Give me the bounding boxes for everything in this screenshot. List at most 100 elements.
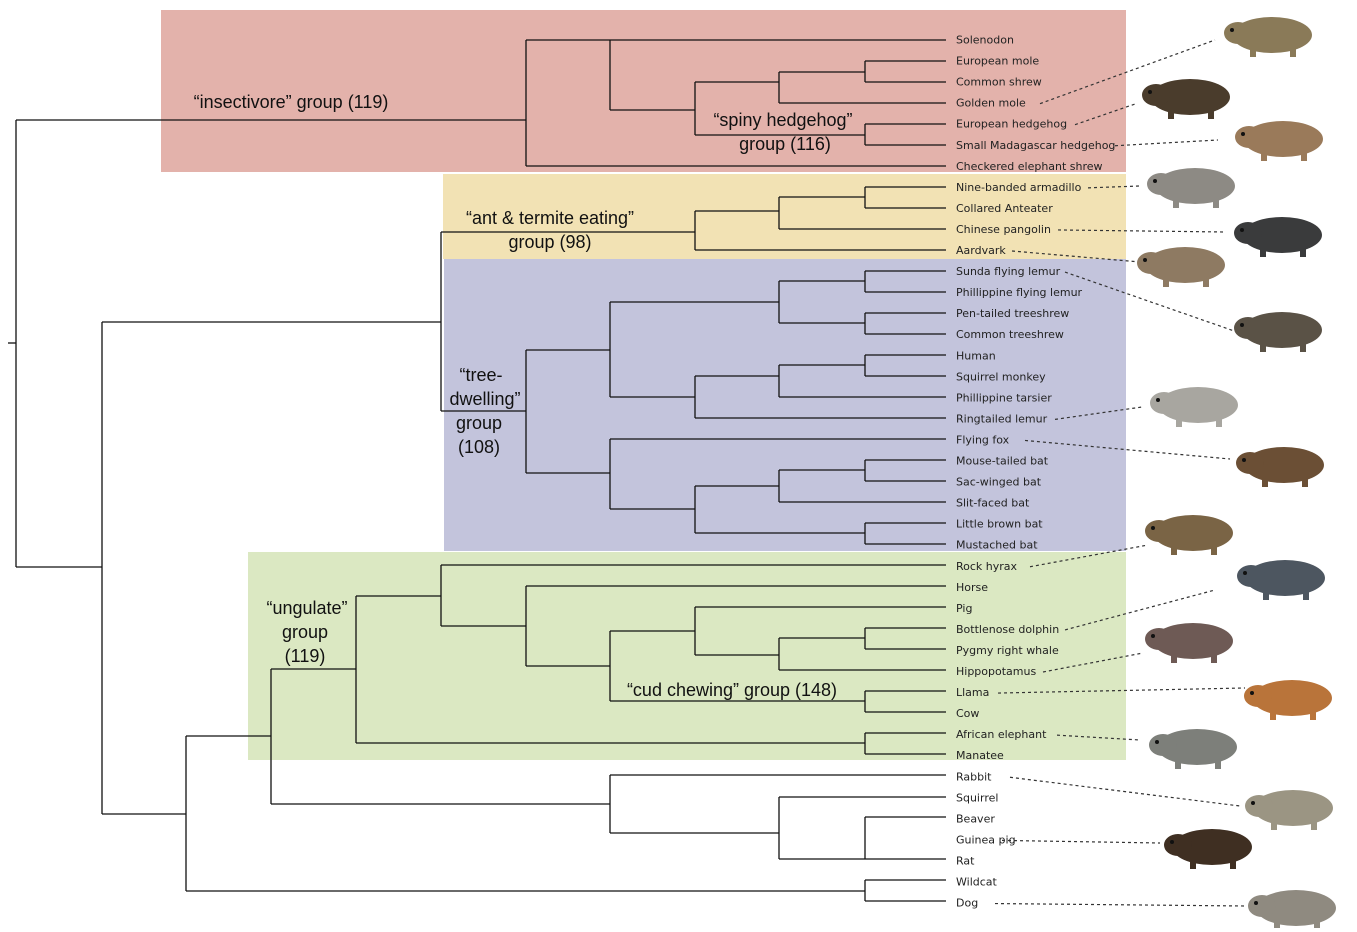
tree-branch	[694, 375, 946, 419]
taxon-label: Mouse-tailed bat	[956, 455, 1049, 468]
leader-line	[997, 687, 1246, 694]
taxon-label: Golden mole	[956, 97, 1026, 110]
tree-branch	[864, 879, 946, 902]
hippopotamus-icon	[1145, 623, 1233, 663]
tree-branch	[864, 816, 946, 860]
taxon-label: Horse	[956, 581, 988, 594]
tree-branch	[694, 606, 946, 656]
taxon-label: Llama	[956, 686, 989, 699]
taxon-label: African elephant	[956, 728, 1047, 741]
tree-branch	[864, 354, 946, 377]
leader-line	[1009, 776, 1241, 807]
leader-line	[994, 902, 1246, 907]
leader-line	[1074, 103, 1136, 126]
tree-branch	[525, 39, 946, 167]
leader-line	[1029, 544, 1149, 568]
taxon-label: Common shrew	[956, 76, 1042, 89]
taxon-label: Mustached bat	[956, 539, 1038, 552]
tree-branch	[778, 280, 865, 324]
taxon-label: Chinese pangolin	[956, 223, 1051, 236]
taxon-label: Squirrel	[956, 791, 998, 804]
taxon-label: Rabbit	[956, 770, 992, 783]
whale-icon	[1237, 560, 1325, 600]
taxon-label: Sunda flying lemur	[956, 265, 1061, 278]
taxon-label: Slit-faced bat	[956, 497, 1030, 510]
dog-icon	[1248, 890, 1336, 930]
tenrec-icon	[1235, 121, 1323, 161]
tree-branch	[185, 735, 865, 892]
tree-branch	[609, 301, 779, 398]
taxon-label: Squirrel monkey	[956, 370, 1046, 383]
ungulate-group-label: “ungulate”	[266, 598, 347, 618]
taxon-label: Guinea pig	[956, 833, 1016, 846]
tree-branch	[864, 123, 946, 146]
golden-mole-icon	[1224, 17, 1312, 57]
cud-chewing-label: “cud chewing” group (148)	[627, 680, 837, 700]
flying-fox-icon	[1236, 447, 1324, 487]
tree-branch	[270, 668, 610, 805]
taxon-label: Manatee	[956, 749, 1004, 762]
taxon-label: Pygmy right whale	[956, 644, 1059, 657]
tree-branch	[778, 796, 946, 860]
beaver-icon	[1164, 829, 1252, 869]
tree-branch	[864, 60, 946, 83]
tree-dwelling-group-label: (108)	[458, 437, 500, 457]
spiny-hedgehog-label: “spiny hedgehog”	[713, 110, 852, 130]
tree-branch	[525, 349, 610, 474]
tree-branch	[778, 364, 946, 398]
ant-termite-group-label: group (98)	[508, 232, 591, 252]
taxon-label: Rat	[956, 854, 975, 867]
armadillo-icon	[1147, 168, 1235, 208]
tree-branch	[864, 312, 946, 335]
taxon-label: European mole	[956, 55, 1039, 68]
tree-branch	[609, 438, 946, 510]
taxon-label: Solenodon	[956, 34, 1014, 47]
tree-branch	[864, 627, 946, 650]
rabbit-icon	[1245, 790, 1333, 830]
taxon-label: Wildcat	[956, 876, 998, 889]
leader-line	[1001, 839, 1161, 844]
leader-line	[1064, 589, 1216, 631]
taxon-label: Flying fox	[956, 433, 1010, 446]
tree-branch	[694, 485, 865, 534]
taxon-label: Bottlenose dolphin	[956, 623, 1059, 636]
taxon-label: Collared Anteater	[956, 202, 1053, 215]
taxon-label: Hippopotamus	[956, 665, 1036, 678]
taxon-label: Phillippine tarsier	[956, 391, 1052, 404]
aardvark-icon	[1137, 247, 1225, 287]
leader-line	[1024, 439, 1231, 460]
tree-branch	[525, 585, 946, 667]
pangolin-icon	[1234, 217, 1322, 257]
insectivore-group-box	[161, 10, 1126, 172]
tree-branch	[609, 630, 865, 702]
tree-branch	[778, 637, 946, 671]
taxon-label: Dog	[956, 897, 978, 910]
rock-hyrax-icon	[1145, 515, 1233, 555]
taxon-label: Nine-banded armadillo	[956, 181, 1082, 194]
insectivore-group-label: “insectivore” group (119)	[194, 92, 389, 112]
tree-branch	[778, 469, 946, 503]
taxon-label: Pen-tailed treeshrew	[956, 307, 1069, 320]
taxon-label: Common treeshrew	[956, 328, 1064, 341]
leader-line	[1087, 185, 1141, 189]
tree-branch	[355, 595, 865, 744]
taxon-label: Phillippine flying lemur	[956, 286, 1083, 299]
tree-branch	[609, 39, 946, 111]
tree-branch	[864, 459, 946, 482]
tree-branch	[694, 81, 865, 136]
ant-termite-group-label: “ant & termite eating”	[466, 208, 634, 228]
leader-line	[1054, 406, 1143, 420]
spiny-hedgehog-label: group (116)	[739, 134, 831, 154]
tree-dwelling-group-label: dwelling”	[449, 389, 520, 409]
taxon-label: Checkered elephant shrew	[956, 160, 1103, 173]
taxon-label: Little brown bat	[956, 518, 1043, 531]
hedgehog-icon	[1142, 79, 1230, 119]
leader-line	[1057, 229, 1226, 233]
tree-branch	[101, 321, 441, 815]
tree-dwelling-group-label: “tree-	[459, 365, 502, 385]
taxon-label: Beaver	[956, 812, 995, 825]
leader-line	[1114, 139, 1219, 147]
tree-branch	[694, 210, 946, 251]
taxon-label: Sac-winged bat	[956, 476, 1042, 489]
